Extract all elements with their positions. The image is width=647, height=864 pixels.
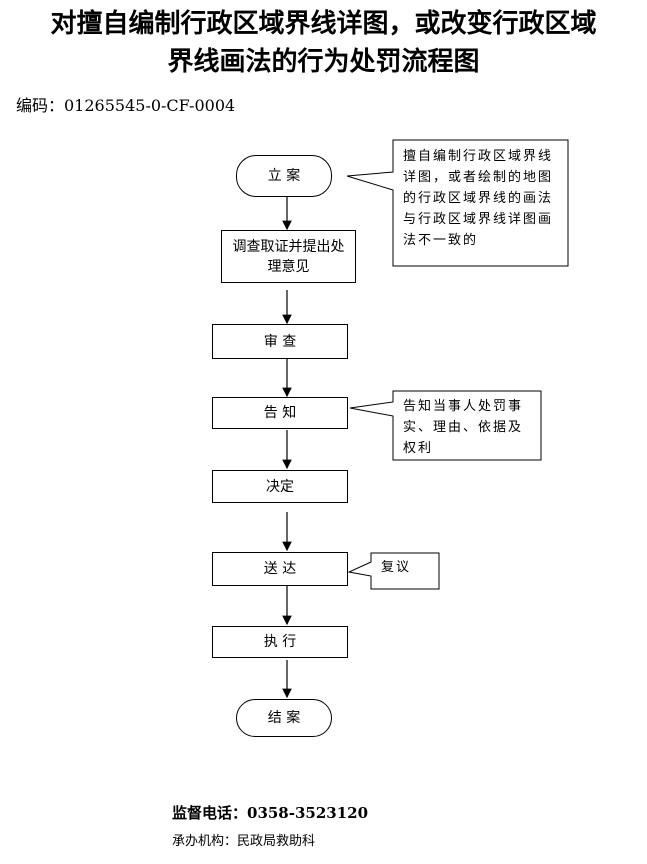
case-note-callout bbox=[346, 139, 569, 267]
handling-organization: 承办机构：民政局救助科 bbox=[172, 834, 316, 849]
supervision-phone: 监督电话：0358-3523120 bbox=[172, 804, 369, 822]
review-note-text: 复议 bbox=[381, 560, 412, 575]
review-note-callout bbox=[347, 552, 440, 590]
case-note-text: 擅自编制行政区域界线详图，或者绘制的地图的行政区域界线的画法与行政区域界线详图画… bbox=[403, 149, 554, 248]
step-end: 结 案 bbox=[236, 699, 332, 737]
step-start: 立 案 bbox=[236, 155, 332, 197]
notify-note-callout bbox=[349, 390, 542, 461]
step-execute: 执 行 bbox=[212, 626, 348, 658]
step-notify: 告 知 bbox=[212, 397, 348, 429]
step-review: 审 查 bbox=[212, 324, 348, 359]
title-line-1: 对擅自编制行政区域界线详图，或改变行政区域 bbox=[50, 9, 597, 39]
step-deliver: 送 达 bbox=[212, 552, 348, 586]
step-decide: 决定 bbox=[212, 470, 348, 503]
notify-note-text: 告知当事人处罚事实、理由、依据及权利 bbox=[403, 399, 524, 456]
title-line-2: 界线画法的行为处罚流程图 bbox=[167, 47, 480, 77]
document-code: 编码：01265545-0-CF-0004 bbox=[16, 96, 236, 115]
step-investigate: 调查取证并提出处理意见 bbox=[221, 230, 356, 283]
